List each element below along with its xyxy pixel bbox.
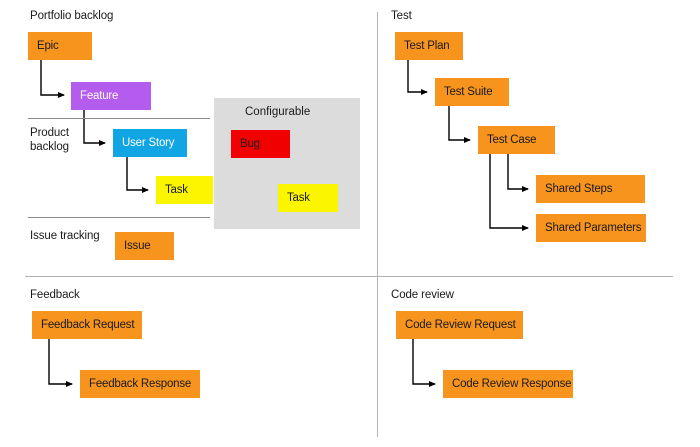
node-task[interactable]: Task	[156, 176, 213, 204]
caption-feedback: Feedback	[30, 289, 80, 301]
link-epic-feature	[40, 60, 65, 98]
rule-product-issue	[28, 217, 210, 218]
node-feature[interactable]: Feature	[71, 82, 151, 110]
link-test-plan-test-suite	[407, 60, 428, 95]
node-test-suite[interactable]: Test Suite	[435, 78, 509, 106]
node-feedback-response[interactable]: Feedback Response	[80, 370, 200, 398]
node-shared-parameters[interactable]: Shared Parameters	[536, 214, 646, 242]
node-test-plan[interactable]: Test Plan	[395, 32, 463, 60]
link-feedback-request-response	[48, 339, 73, 387]
node-bug[interactable]: Bug	[231, 130, 290, 158]
link-user-story-task	[126, 157, 149, 193]
node-issue[interactable]: Issue	[115, 232, 174, 260]
node-test-case[interactable]: Test Case	[478, 126, 555, 154]
node-code-review-request[interactable]: Code Review Request	[396, 311, 523, 339]
node-epic[interactable]: Epic	[28, 32, 92, 60]
caption-test: Test	[391, 10, 412, 22]
link-feature-user-story	[83, 110, 106, 146]
caption-code-review: Code review	[391, 289, 454, 301]
node-configurable-task[interactable]: Task	[278, 184, 338, 212]
node-code-review-response[interactable]: Code Review Response	[443, 370, 573, 398]
vertical-divider	[377, 12, 378, 437]
node-feedback-request[interactable]: Feedback Request	[32, 311, 142, 339]
link-test-suite-test-case	[448, 106, 471, 143]
caption-product-backlog: Product backlog	[30, 127, 69, 153]
horizontal-divider	[25, 276, 673, 277]
node-shared-steps[interactable]: Shared Steps	[536, 175, 645, 203]
configurable-panel-title: Configurable	[245, 106, 311, 118]
link-test-case-shared-steps	[507, 154, 529, 192]
link-test-case-shared-parameters	[489, 154, 529, 231]
link-code-review-request-response	[412, 339, 436, 387]
caption-issue-tracking: Issue tracking	[30, 230, 100, 242]
caption-portfolio-backlog: Portfolio backlog	[30, 10, 114, 22]
node-user-story[interactable]: User Story	[113, 129, 187, 157]
rule-portfolio-product	[28, 118, 210, 119]
